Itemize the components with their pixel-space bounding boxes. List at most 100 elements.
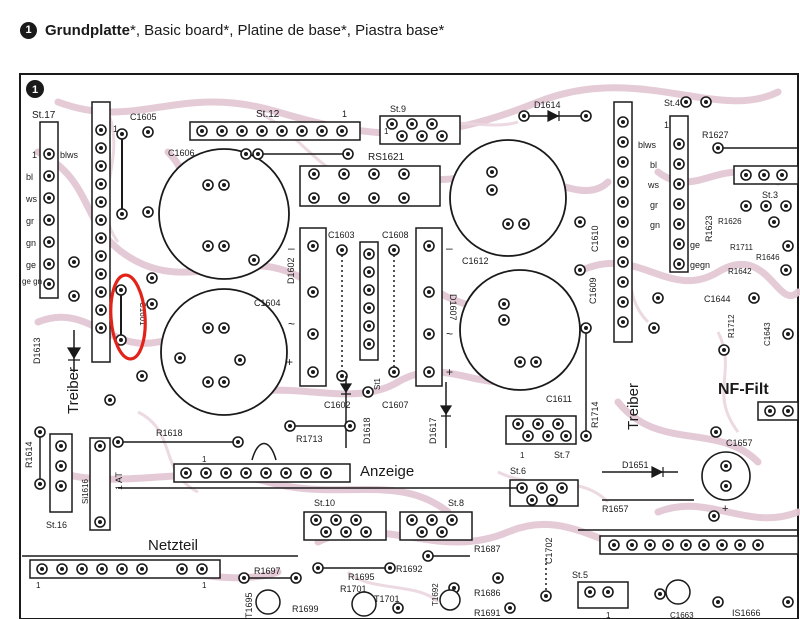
label-r1714: R1714 — [590, 401, 600, 428]
label-t1695: T1695 — [244, 592, 254, 618]
section-label-netzteil: Netzteil — [148, 537, 198, 554]
svg-text:~: ~ — [446, 327, 453, 341]
label-d1607: D1607 — [448, 294, 458, 321]
pin-label-gegn-right: gegn — [690, 260, 710, 270]
board-number-badge — [26, 80, 44, 98]
svg-text:–: – — [446, 241, 453, 255]
label-st6: St.6 — [510, 466, 526, 476]
label-d1613: D1613 — [32, 337, 42, 364]
section-label-anzeige: Anzeige — [360, 463, 414, 480]
page-title-rest: *, Basic board*, Platine de base*, Piast… — [130, 21, 445, 39]
label-st3: St.3 — [762, 190, 778, 200]
component-d1607 — [415, 227, 443, 387]
component-d1613-symbol — [66, 347, 82, 361]
label-r1614: R1614 — [24, 441, 34, 468]
label-st17: St.17 — [32, 110, 56, 121]
label-c1603: C1603 — [328, 230, 355, 240]
pin-label-gn-left: gn — [26, 238, 36, 248]
page-header: 1 Grundplatte*, Basic board*, Platine de… — [20, 18, 444, 42]
label-r1713: R1713 — [296, 434, 323, 444]
svg-text:~: ~ — [288, 317, 295, 331]
st12-pin1: 1 — [342, 109, 347, 119]
pin-label-blws-left: blws — [60, 150, 79, 160]
connector-st17 — [39, 121, 59, 299]
pin-label-ge-left: ge — [26, 260, 36, 270]
connector-netzteil-pads — [36, 563, 208, 575]
label-st12: St.12 — [256, 109, 280, 120]
label-c1602: C1602 — [324, 400, 351, 410]
label-r1699: R1699 — [292, 604, 319, 614]
svg-text:+: + — [286, 355, 293, 369]
label-c1609: C1609 — [588, 277, 598, 304]
label-r1687: R1687 — [474, 544, 501, 554]
component-c1604 — [160, 288, 288, 416]
st9-pin1: 1 — [384, 127, 389, 136]
label-d1614: D1614 — [534, 100, 561, 110]
pin-label-blws-right: blws — [638, 140, 657, 150]
label-c1607: C1607 — [382, 400, 409, 410]
label-st7: St.7 — [554, 450, 570, 460]
pcb-board-diagram: 1 St.17 1 blws bl ws gr gn ge ge gn 1 Tr… — [19, 73, 800, 619]
label-r1623: R1623 — [704, 215, 714, 242]
svg-text:1: 1 — [202, 581, 207, 590]
pin-label-gn-right: gn — [650, 220, 660, 230]
pin-label-bl-left: bl — [26, 172, 33, 182]
label-r1618: R1618 — [156, 428, 183, 438]
component-t1701 — [351, 591, 377, 617]
svg-text:1: 1 — [36, 581, 41, 590]
label-st5: St.5 — [572, 570, 588, 580]
svg-text:1: 1 — [202, 455, 207, 464]
label-r1712: R1712 — [727, 314, 736, 338]
section-label-nf-filter: NF-Filt — [718, 381, 769, 398]
pin-label-bl-right: bl — [650, 160, 657, 170]
label-r1646: R1646 — [756, 253, 780, 262]
label-r1626: R1626 — [718, 217, 742, 226]
label-c1612: C1612 — [462, 256, 489, 266]
connector-st4 — [669, 115, 689, 273]
label-d1618: D1618 — [362, 417, 372, 444]
svg-text:+: + — [722, 503, 728, 515]
label-r1697: R1697 — [254, 566, 281, 576]
component-t1692 — [439, 589, 461, 611]
pin-label-ge-right: ge — [690, 240, 700, 250]
label-r1686: R1686 — [474, 588, 501, 598]
component-si1616 — [89, 437, 111, 531]
label-r1627: R1627 — [702, 130, 729, 140]
component-c1606 — [158, 148, 290, 280]
label-rs1621: RS1621 — [368, 152, 405, 163]
svg-text:1: 1 — [520, 451, 525, 460]
label-st9: St.9 — [390, 104, 406, 114]
pin-label-gegn-left: ge gn — [22, 277, 42, 286]
label-d1602: D1602 — [286, 257, 296, 284]
label-r1691: R1691 — [474, 608, 501, 618]
component-d1602 — [299, 227, 327, 387]
pin-label-ws-right: ws — [647, 180, 659, 190]
page-title: Grundplatte*, Basic board*, Platine de b… — [45, 22, 444, 39]
label-fuse-rating: 1 AT — [114, 472, 124, 490]
label-r1695: R1695 — [348, 572, 375, 582]
board-number: 1 — [32, 84, 38, 96]
section-number-badge: 1 — [20, 21, 37, 39]
treiber-left-pin1: 1 — [113, 124, 118, 134]
label-c1604: C1604 — [254, 298, 281, 308]
highlight-ring-c1601 — [109, 273, 147, 361]
svg-text:1: 1 — [664, 120, 669, 130]
label-r1711: R1711 — [730, 243, 754, 252]
component-c1663 — [665, 579, 691, 605]
label-st16: St.16 — [46, 520, 67, 530]
label-c1611: C1611 — [546, 394, 572, 404]
component-c1612 — [449, 139, 567, 257]
label-c1643: C1643 — [763, 322, 772, 346]
label-st4: St.4 — [664, 98, 680, 108]
component-c1657 — [701, 451, 751, 501]
label-c1644: C1644 — [704, 294, 731, 304]
label-r1692: R1692 — [396, 564, 423, 574]
label-st1: St1 — [373, 377, 382, 390]
pin-label-gr-left: gr — [26, 216, 34, 226]
label-c1601: C1601 — [138, 302, 147, 326]
label-si1616: Si1616 — [81, 479, 90, 504]
section-label-treiber-left: Treiber — [65, 367, 82, 414]
svg-text:+: + — [446, 365, 453, 379]
label-is1666: IS1666 — [732, 608, 761, 618]
label-c1663: C1663 — [670, 611, 694, 619]
